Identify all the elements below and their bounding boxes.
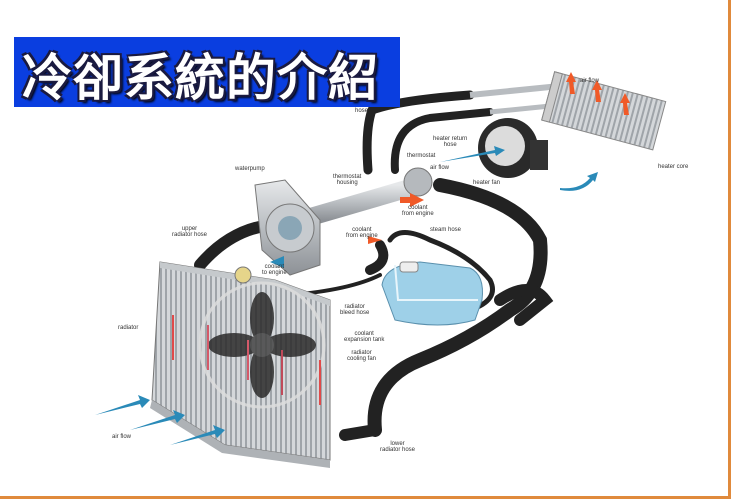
radiator-cooling-fan — [198, 281, 326, 409]
label-heater-hose: hose — [355, 108, 369, 114]
label-heater-return-hose: heater return hose — [433, 136, 468, 148]
radiator — [150, 261, 331, 468]
label-waterpump: waterpump — [235, 166, 265, 172]
label-radiator: radiator — [118, 325, 139, 331]
cold-air-arrows — [95, 146, 598, 445]
label-radiator-cooling-fan: radiator cooling fan — [347, 350, 377, 362]
hoses — [194, 90, 554, 441]
page-title: 冷卻系統的介紹 — [22, 49, 379, 107]
label-thermostat: thermostat — [407, 153, 436, 159]
label-coolant-to-engine: coolant to engine — [262, 264, 287, 276]
label-coolant-from-engine-1: coolant from engine — [402, 205, 434, 217]
label-heater-fan: heater fan — [473, 180, 501, 186]
coolant-expansion-tank — [381, 261, 483, 326]
waterpump — [254, 179, 321, 276]
label-air-flow-top: air flow — [580, 78, 600, 84]
label-lower-radiator-hose: lower radiator hose — [380, 441, 416, 453]
label-thermostat-housing: thermostat housing — [333, 174, 362, 186]
label-air-flow-fan: air flow — [430, 165, 450, 171]
thermostat-housing-pipe — [291, 176, 429, 229]
label-coolant-expansion-tank: coolant expansion tank — [344, 331, 385, 343]
title-background — [14, 37, 400, 107]
label-upper-radiator-hose: upper radiator hose — [172, 226, 208, 238]
heater-core — [541, 71, 667, 151]
heater-fan — [478, 118, 548, 178]
label-steam-hose: steam hose — [430, 227, 462, 233]
label-radiator-bleed-hose: radiator bleed hose — [340, 304, 370, 316]
label-coolant-from-engine-2: coolant from engine — [346, 227, 378, 239]
label-air-flow-bottom: air flow — [112, 434, 132, 440]
label-heater-core: heater core — [658, 164, 689, 170]
hot-air-arrows — [368, 72, 630, 244]
